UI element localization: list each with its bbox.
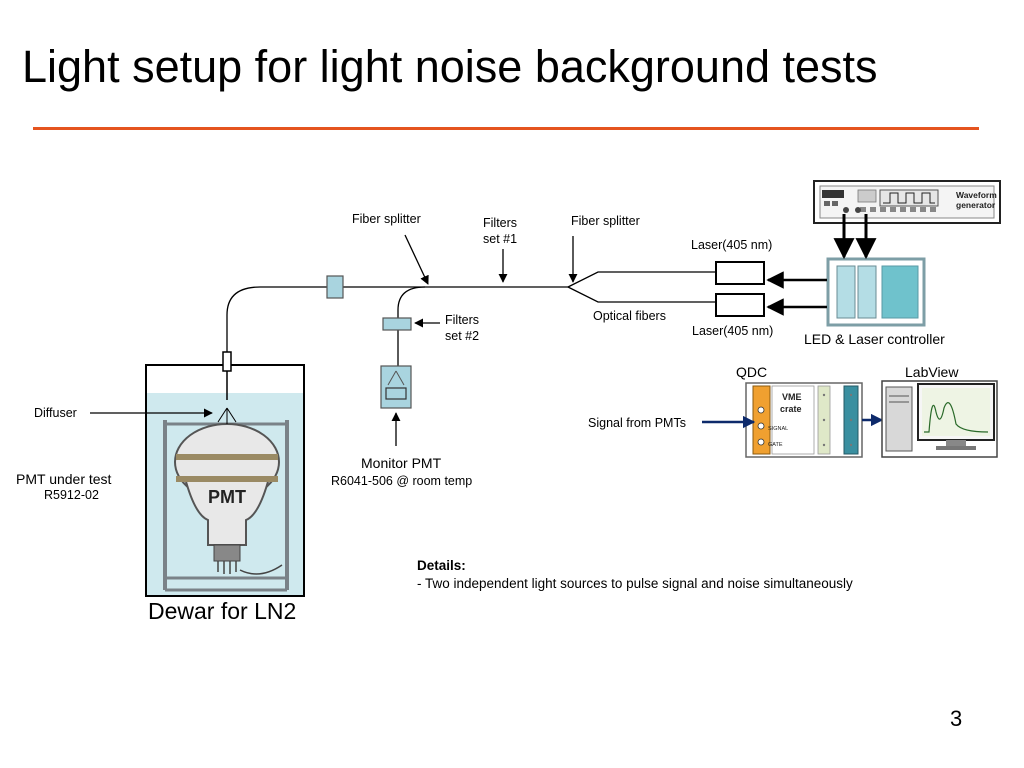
pmt-under-test: PMT: [174, 423, 283, 575]
filters-set-2-label-1: Filters: [445, 313, 480, 327]
diffuser-label: Diffuser: [34, 406, 77, 420]
monitor-pmt: [380, 365, 412, 409]
title-underline: [33, 127, 979, 130]
vme-signal-label: SIGNAL: [768, 426, 788, 432]
led-laser-controller: [826, 257, 926, 327]
led-laser-controller-label: LED & Laser controller: [804, 331, 945, 347]
page-title: Light setup for light noise background t…: [22, 41, 878, 92]
details-heading: Details:: [417, 558, 466, 573]
laser-bottom-label: Laser(405 nm): [692, 324, 774, 338]
pmt-body-label: PMT: [208, 487, 246, 507]
fiber-splitter-1-label: Fiber splitter: [352, 212, 421, 226]
pmt-under-test-label: PMT under test: [16, 471, 112, 487]
dewar-label: Dewar for LN2: [148, 598, 297, 624]
waveform-generator: Waveform generator: [813, 180, 1001, 224]
fiber-feedthrough: [222, 351, 232, 372]
optical-fibers-label: Optical fibers: [593, 309, 666, 323]
vme-gate-label: GATE: [768, 442, 783, 448]
waveform-generator-label-1: Waveform: [956, 190, 997, 200]
page-number: 3: [950, 706, 963, 731]
fiber-splitter-1-arrow: [404, 234, 429, 285]
filters-set-2-label-2: set #2: [445, 329, 480, 343]
filters-set-1-label-1: Filters: [483, 216, 518, 230]
filters-set-2: [382, 317, 412, 331]
diffuser: [217, 371, 237, 424]
details-block: Details: - Two independent light sources…: [417, 557, 853, 592]
vme-label-1: VME: [782, 392, 802, 402]
signal-from-pmts-label: Signal from PMTs: [588, 416, 686, 430]
waveform-generator-label-2: generator: [956, 200, 996, 210]
vme-label-2: crate: [780, 404, 802, 414]
monitor-pmt-model: R6041-506 @ room temp: [331, 474, 473, 488]
labview-computer: [881, 380, 998, 458]
laser-top-label: Laser(405 nm): [691, 238, 773, 252]
details-line-1: - Two independent light sources to pulse…: [417, 575, 853, 591]
labview-label: LabView: [905, 364, 959, 380]
laser-top: [715, 261, 765, 285]
monitor-pmt-label: Monitor PMT: [361, 455, 442, 471]
fiber-splitter-2-label: Fiber splitter: [571, 214, 640, 228]
vme-crate: VME crate SIGNAL GATE: [745, 382, 863, 458]
optical-fiber-lines: [226, 271, 716, 366]
laser-bottom: [715, 293, 765, 317]
pmt-under-test-model: R5912-02: [44, 488, 99, 502]
filters-set-1-label-2: set #1: [483, 232, 518, 246]
qdc-label: QDC: [736, 364, 768, 380]
fiber-connector: [326, 275, 344, 299]
